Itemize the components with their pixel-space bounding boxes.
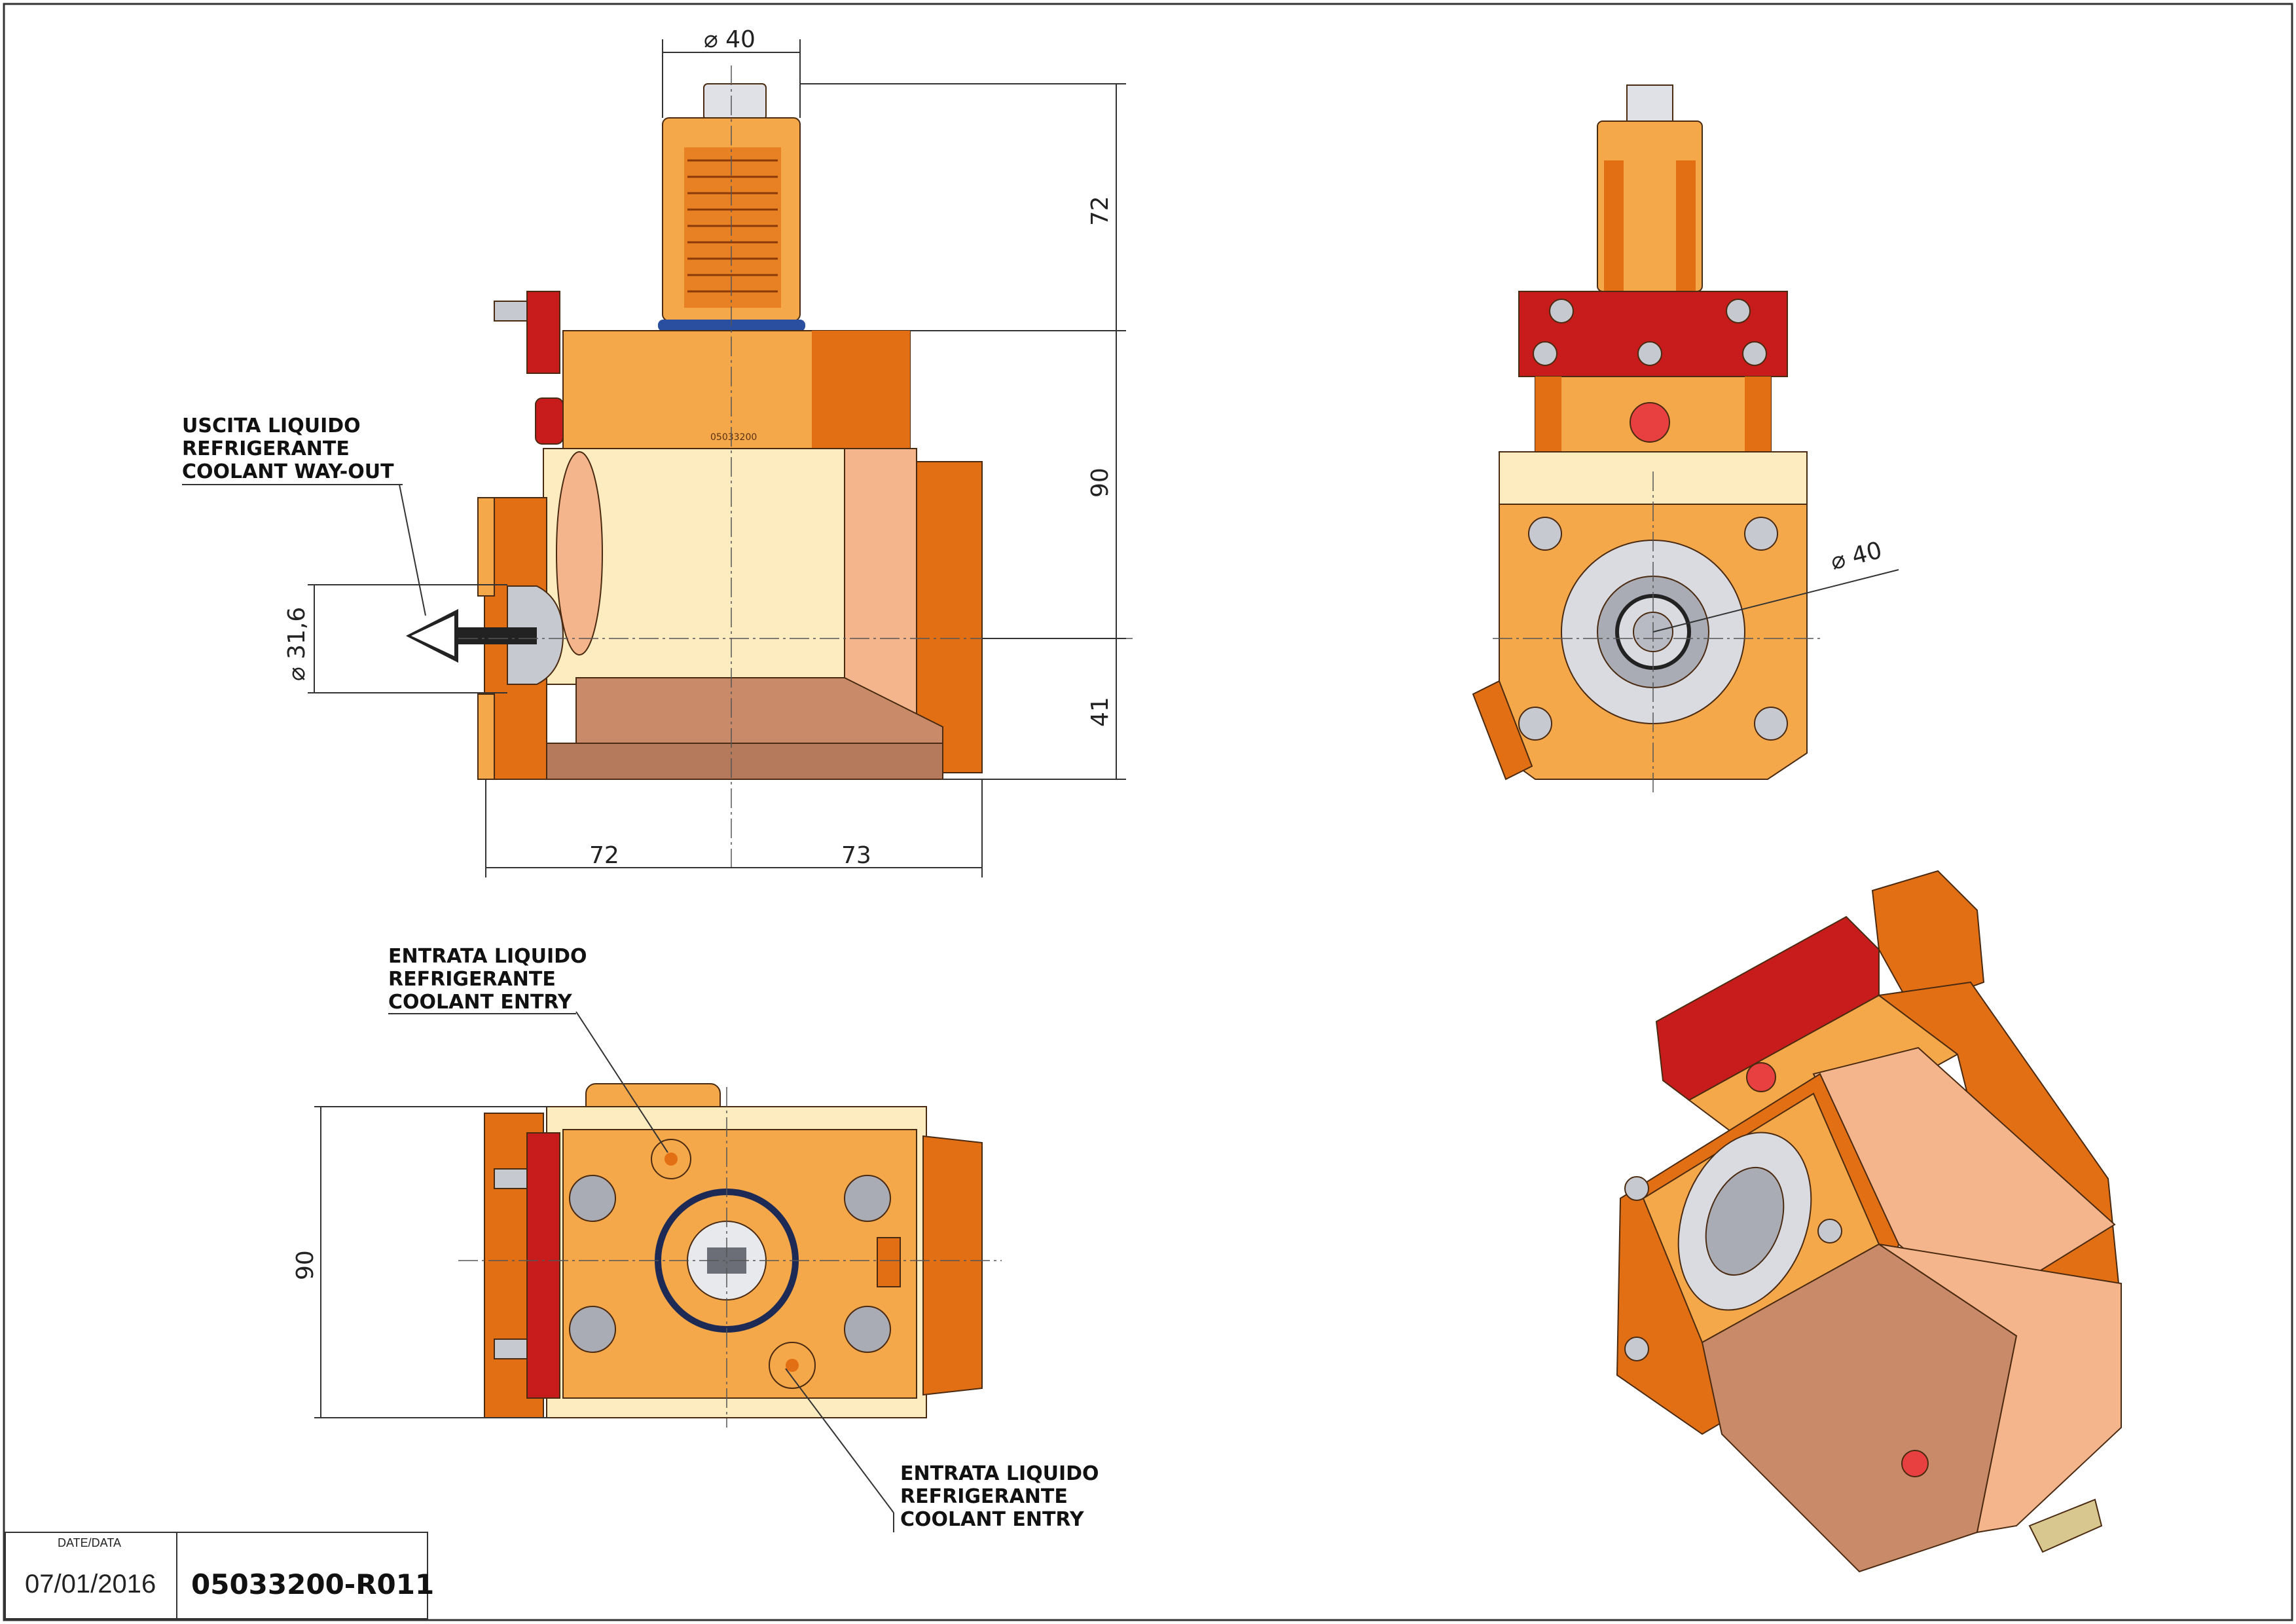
side-shank-teeth — [1604, 160, 1624, 291]
housing-base — [523, 743, 943, 780]
dim-body-height: 90 — [1087, 468, 1114, 498]
top-screw-bottom — [494, 1338, 528, 1359]
part-marking: 05033200 — [710, 432, 757, 443]
dim-top-view-height: 90 — [292, 1250, 319, 1280]
side-bolt-2 — [1726, 299, 1751, 323]
iso-red-plug-front — [1746, 1062, 1776, 1092]
dim-coolant-diameter: ⌀ 31,6 — [283, 607, 310, 681]
top-coolant-hole-2-core — [786, 1359, 799, 1372]
top-bolt-bl — [569, 1306, 616, 1353]
label-coolant-entry-top: ENTRATA LIQUIDO REFRIGERANTE COOLANT ENT… — [388, 945, 587, 1014]
side-shank-tip — [1626, 84, 1673, 125]
svg-text:ENTRATA LIQUIDO: ENTRATA LIQUIDO — [388, 945, 587, 968]
top-screw-top — [494, 1168, 528, 1189]
drawing-border — [3, 3, 2293, 1621]
side-corner-bolt-tl — [1528, 517, 1562, 551]
title-code: 05033200-R011 — [191, 1568, 434, 1600]
title-date-label: DATE/DATA — [58, 1536, 121, 1549]
top-leader-1 — [575, 1011, 668, 1153]
iso-lower-salmon — [1878, 1244, 2122, 1534]
flange-lug-top — [477, 497, 495, 597]
svg-text:USCITA LIQUIDO: USCITA LIQUIDO — [182, 415, 361, 437]
side-shank-teeth-r — [1676, 160, 1696, 291]
coolant-slot — [556, 451, 603, 655]
svg-text:REFRIGERANTE: REFRIGERANTE — [900, 1485, 1068, 1508]
dim-left-width: 72 — [589, 842, 619, 869]
dim-shank-height: 72 — [1087, 196, 1114, 226]
iso-bolt-3 — [1817, 1219, 1842, 1244]
side-diameter-leader — [1652, 569, 1899, 633]
title-block-frame — [5, 1532, 428, 1619]
side-corner-bolt-bl — [1518, 707, 1552, 741]
front-view: 05033200 — [406, 65, 1133, 871]
clamp-bracket — [526, 291, 560, 374]
side-corner-bolt-br — [1754, 707, 1788, 741]
iso-coolant-fitting — [2028, 1498, 2103, 1553]
top-coolant-hole-1 — [651, 1139, 691, 1179]
dim-front-diameter: ⌀ 40 — [1828, 537, 1885, 576]
coolant-out-arrow — [406, 609, 537, 663]
svg-text:COOLANT ENTRY: COOLANT ENTRY — [900, 1508, 1085, 1531]
top-leader-2 — [785, 1368, 894, 1513]
svg-text:REFRIGERANTE: REFRIGERANTE — [182, 437, 350, 460]
svg-text:COOLANT WAY-OUT: COOLANT WAY-OUT — [182, 460, 394, 483]
side-corner-bolt-tr — [1744, 517, 1778, 551]
side-view — [1472, 84, 1899, 792]
dim-shank-diameter: ⌀ 40 — [704, 26, 756, 53]
shank-ribs — [687, 159, 778, 293]
top-side-key — [877, 1237, 901, 1287]
side-head-dark-r — [1745, 377, 1771, 452]
svg-text:REFRIGERANTE: REFRIGERANTE — [388, 968, 556, 991]
iso-bolt-2 — [1624, 1337, 1649, 1361]
label-coolant-entry-bottom: ENTRATA LIQUIDO REFRIGERANTE COOLANT ENT… — [893, 1462, 1099, 1532]
flange-lug-bottom — [477, 693, 495, 780]
top-bolt-tr — [844, 1175, 891, 1222]
front-dimensions — [308, 39, 1126, 877]
isometric-view — [1616, 870, 2123, 1573]
top-right-flange — [922, 1135, 983, 1396]
title-date: 07/01/2016 — [25, 1570, 156, 1598]
iso-bolt-1 — [1624, 1176, 1649, 1201]
svg-text:COOLANT ENTRY: COOLANT ENTRY — [388, 991, 573, 1014]
iso-red-plug-side — [1901, 1450, 1929, 1477]
head-block-side — [812, 331, 910, 449]
side-coolant-lug — [1472, 680, 1533, 781]
side-head-dark — [1535, 377, 1561, 452]
dim-right-width: 73 — [841, 842, 871, 869]
title-block: DATE/DATA 07/01/2016 05033200-R011 — [5, 1532, 434, 1619]
shank-ribbed — [684, 147, 781, 308]
shank-nut — [703, 83, 767, 120]
side-bolt-4 — [1637, 341, 1662, 366]
side-bolt-3 — [1533, 341, 1558, 366]
top-bolt-tl — [569, 1175, 616, 1222]
red-plug — [535, 397, 564, 445]
top-dimensions — [314, 1106, 550, 1418]
top-coolant-hole-2 — [769, 1342, 816, 1389]
iso-spindle — [1705, 1166, 1785, 1276]
svg-text:ENTRATA LIQUIDO: ENTRATA LIQUIDO — [900, 1462, 1099, 1485]
side-red-plug — [1630, 402, 1670, 443]
top-view — [458, 1011, 1002, 1513]
side-bolt-1 — [1549, 299, 1574, 323]
top-bolt-br — [844, 1306, 891, 1353]
label-coolant-out: USCITA LIQUIDO REFRIGERANTE COOLANT WAY-… — [182, 415, 403, 485]
top-red-clamp — [526, 1132, 560, 1399]
clamp-screw — [494, 301, 528, 322]
dim-lower-height: 41 — [1087, 697, 1114, 727]
side-bolt-5 — [1742, 341, 1767, 366]
top-coolant-hole-1-core — [665, 1153, 678, 1166]
